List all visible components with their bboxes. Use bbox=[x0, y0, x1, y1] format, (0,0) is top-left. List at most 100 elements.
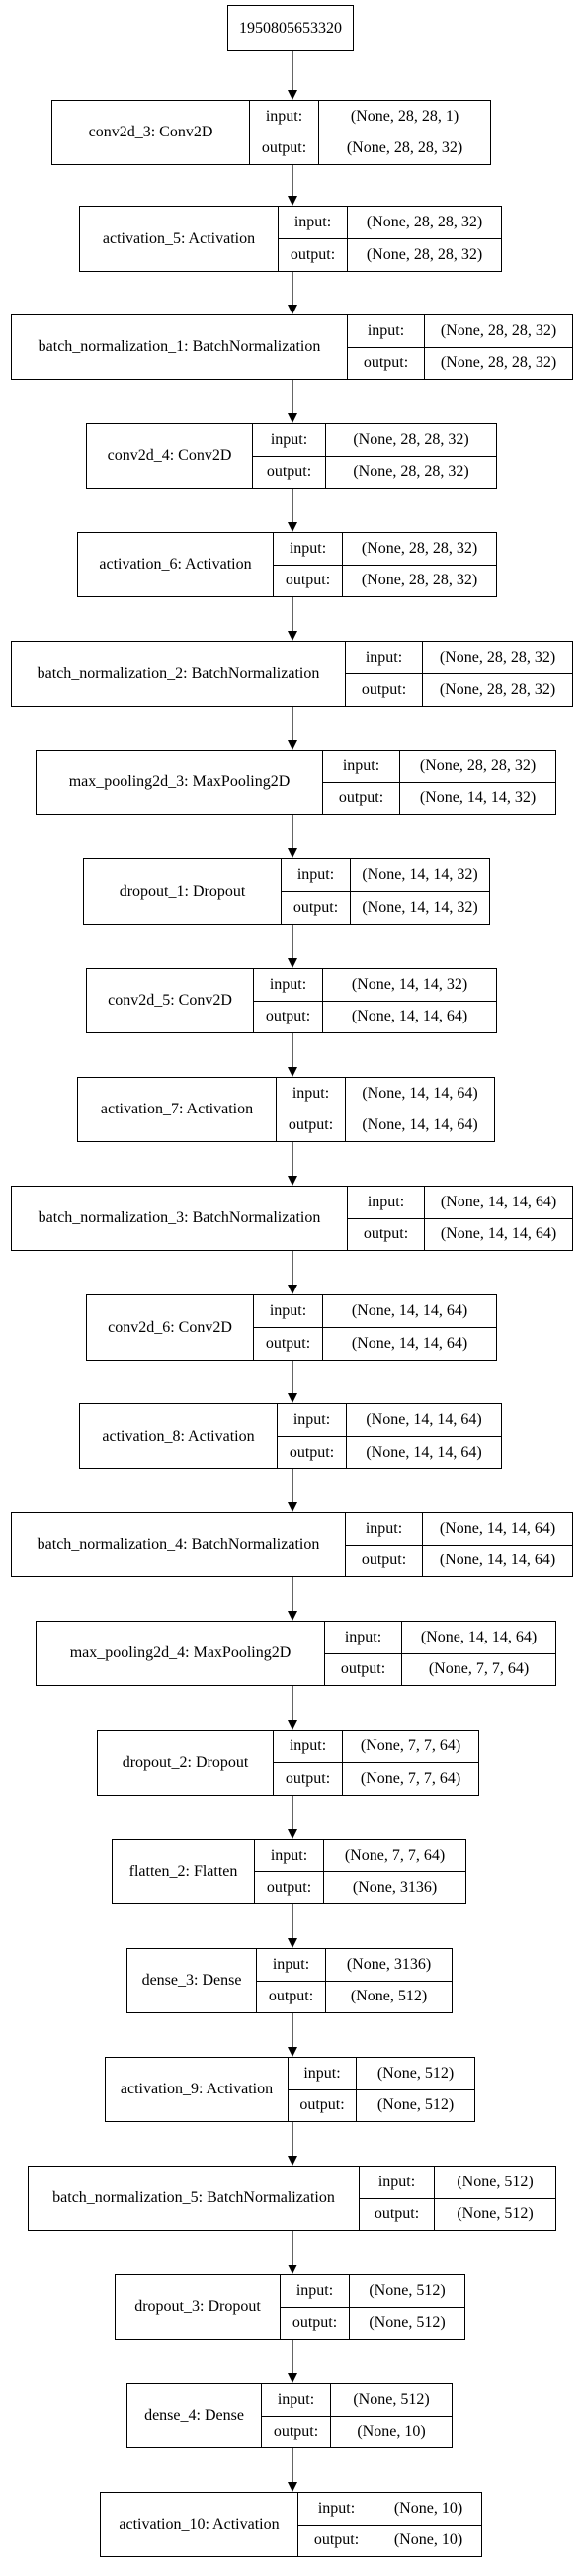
layer-name-cell: conv2d_6: Conv2D bbox=[87, 1295, 254, 1360]
input-shape-value: (None, 28, 28, 32) bbox=[440, 321, 557, 339]
output-shape-cell: (None, 28, 28, 32) bbox=[423, 674, 572, 706]
input-row: input:(None, 14, 14, 64) bbox=[348, 1187, 572, 1218]
output-key-label: output: bbox=[292, 2314, 338, 2332]
io-table: input:(None, 28, 28, 1)output:(None, 28,… bbox=[250, 101, 490, 164]
layer-name-cell: dropout_2: Dropout bbox=[98, 1731, 274, 1795]
io-table: input:(None, 512)output:(None, 512) bbox=[289, 2058, 474, 2121]
layer-name-label: conv2d_3: Conv2D bbox=[88, 124, 213, 140]
output-shape-cell: (None, 14, 14, 32) bbox=[351, 892, 489, 924]
input-key-label: input: bbox=[365, 649, 403, 666]
input-row: input: (None, 28, 28, 32) bbox=[348, 315, 572, 347]
output-shape-value: (None, 14, 14, 64) bbox=[351, 1008, 468, 1025]
output-key-label: output: bbox=[338, 789, 384, 807]
input-row: input:(None, 28, 28, 32) bbox=[274, 533, 496, 565]
output-shape-cell: (None, 512) bbox=[357, 2090, 474, 2122]
io-table: input: (None, 14, 14, 64) output: (None, 14… bbox=[278, 1404, 501, 1468]
edge-arrowhead bbox=[288, 90, 297, 100]
input-key-label: input: bbox=[365, 1519, 403, 1537]
output-key-label: output: bbox=[266, 1878, 312, 1896]
layer-name-label: conv2d_4: Conv2D bbox=[107, 447, 232, 464]
layer-name-label: dense_3: Dense bbox=[141, 1972, 242, 1989]
output-key-cell: output: bbox=[323, 782, 400, 814]
output-key-label: output: bbox=[273, 2423, 319, 2441]
layer-name-label: batch_normalization_3: BatchNormalizatio… bbox=[38, 1209, 321, 1226]
layer-name-cell: activation_6: Activation bbox=[78, 533, 274, 596]
input-row: input:(None, 28, 28, 32) bbox=[253, 424, 496, 456]
input-key-cell: input: bbox=[274, 1731, 343, 1762]
input-shape-value: (None, 14, 14, 64) bbox=[366, 1411, 482, 1428]
input-key-label: input: bbox=[367, 321, 405, 339]
input-shape-value: (None, 14, 14, 64) bbox=[351, 1302, 468, 1319]
io-table: input:(None, 7, 7, 64) output: (None, 3136… bbox=[255, 1840, 465, 1903]
io-table: input:(None, 28, 28, 32) output: (None, 14… bbox=[323, 751, 555, 814]
output-row: output:(None, 512) bbox=[257, 1980, 452, 2012]
output-key-label: output: bbox=[268, 1988, 314, 2005]
input-shape-cell: (None, 10) bbox=[375, 2493, 481, 2525]
output-key-label: output: bbox=[363, 354, 409, 372]
output-row: output:(None, 512) bbox=[281, 2306, 464, 2339]
input-shape-cell: (None, 7, 7, 64) bbox=[324, 1840, 465, 1871]
output-key-cell: output: bbox=[289, 2089, 357, 2121]
output-key-cell: output: bbox=[346, 1545, 423, 1576]
input-row: input:(None, 7, 7, 64) bbox=[255, 1840, 465, 1871]
io-table: input:(None, 14, 14, 64)output:(None, 14… bbox=[277, 1078, 494, 1141]
input-shape-value: (None, 512) bbox=[376, 2064, 455, 2082]
layer-name-label: max_pooling2d_4: MaxPooling2D bbox=[69, 1644, 292, 1661]
layer-name-label: batch_normalization_2: BatchNormalizatio… bbox=[37, 665, 320, 682]
input-key-label: input: bbox=[272, 1955, 310, 1973]
output-key-label: output: bbox=[288, 1116, 334, 1134]
input-shape-cell: (None, 28, 28, 32) bbox=[343, 533, 496, 565]
edge-arrowhead bbox=[288, 2156, 297, 2166]
layer-node: activation_7: Activation input:(None, 14,… bbox=[77, 1077, 495, 1142]
io-table: input:(None, 512)output:(None, 10) bbox=[262, 2384, 452, 2447]
input-key-label: input: bbox=[292, 1411, 331, 1428]
output-key-label: output: bbox=[361, 681, 407, 698]
input-row: input:(None, 7, 7, 64) bbox=[274, 1731, 478, 1762]
output-shape-cell: (None, 14, 14, 64) bbox=[323, 1328, 496, 1360]
output-shape-value: (None, 14, 14, 32) bbox=[419, 789, 537, 807]
output-key-cell: output: bbox=[278, 1437, 347, 1468]
input-node-label: 1950805653320 bbox=[239, 19, 342, 37]
output-key-label: output: bbox=[285, 1770, 331, 1787]
output-shape-value: (None, 28, 28, 32) bbox=[439, 681, 556, 698]
io-table: input:(None, 512)output:(None, 512) bbox=[281, 2275, 464, 2339]
edge-arrowhead bbox=[288, 2373, 297, 2383]
input-row: input:(None, 14, 14, 64) bbox=[325, 1622, 555, 1653]
edge-arrowhead bbox=[288, 305, 297, 314]
input-shape-cell: (None, 28, 28, 32) bbox=[425, 315, 572, 347]
output-shape-cell: (None, 10) bbox=[375, 2526, 481, 2557]
output-row: output:(None, 14, 14, 64) bbox=[254, 1327, 496, 1360]
output-row: output:(None, 7, 7, 64) bbox=[325, 1652, 555, 1685]
io-table: input:(None, 3136)output:(None, 512) bbox=[257, 1949, 452, 2012]
input-shape-value: (None, 512) bbox=[457, 2173, 534, 2190]
input-row: input:(None, 512) bbox=[289, 2058, 474, 2089]
output-shape-cell: (None, 14, 14, 64) bbox=[423, 1546, 572, 1577]
input-shape-cell: (None, 14, 14, 64) bbox=[425, 1187, 572, 1218]
input-shape-cell: (None, 14, 14, 32) bbox=[351, 859, 489, 891]
layer-name-label: activation_8: Activation bbox=[102, 1427, 255, 1445]
output-shape-value: (None, 14, 14, 64) bbox=[366, 1444, 482, 1461]
layer-name-label: activation_7: Activation bbox=[100, 1101, 254, 1117]
output-key-cell: output: bbox=[250, 133, 319, 164]
output-row: output: (None, 7, 7, 64) bbox=[274, 1762, 478, 1795]
io-table: input:(None, 512)output:(None, 512) bbox=[360, 2167, 555, 2230]
edge-arrowhead bbox=[288, 413, 297, 423]
output-shape-cell: (None, 14, 14, 64) bbox=[323, 1002, 496, 1033]
input-shape-cell: (None, 14, 14, 64) bbox=[347, 1404, 501, 1436]
input-shape-value: (None, 7, 7, 64) bbox=[344, 1846, 446, 1864]
output-shape-value: (None, 7, 7, 64) bbox=[360, 1770, 461, 1787]
input-key-cell: input: bbox=[323, 751, 400, 782]
output-shape-value: (None, 3136) bbox=[352, 1878, 438, 1896]
io-table: input:(None, 7, 7, 64) output: (None, 7, 7… bbox=[274, 1731, 478, 1795]
layer-node: batch_normalization_5: BatchNormalizatio… bbox=[28, 2166, 556, 2231]
layer-name-label: dropout_2: Dropout bbox=[122, 1753, 249, 1771]
layer-name-cell: activation_9: Activation bbox=[106, 2058, 289, 2121]
input-row: input:(None, 28, 28, 32) bbox=[323, 751, 555, 782]
output-key-cell: output: bbox=[282, 892, 351, 924]
input-row: input:(None, 28, 28, 32) bbox=[346, 642, 572, 673]
edge-arrowhead bbox=[288, 1176, 297, 1186]
